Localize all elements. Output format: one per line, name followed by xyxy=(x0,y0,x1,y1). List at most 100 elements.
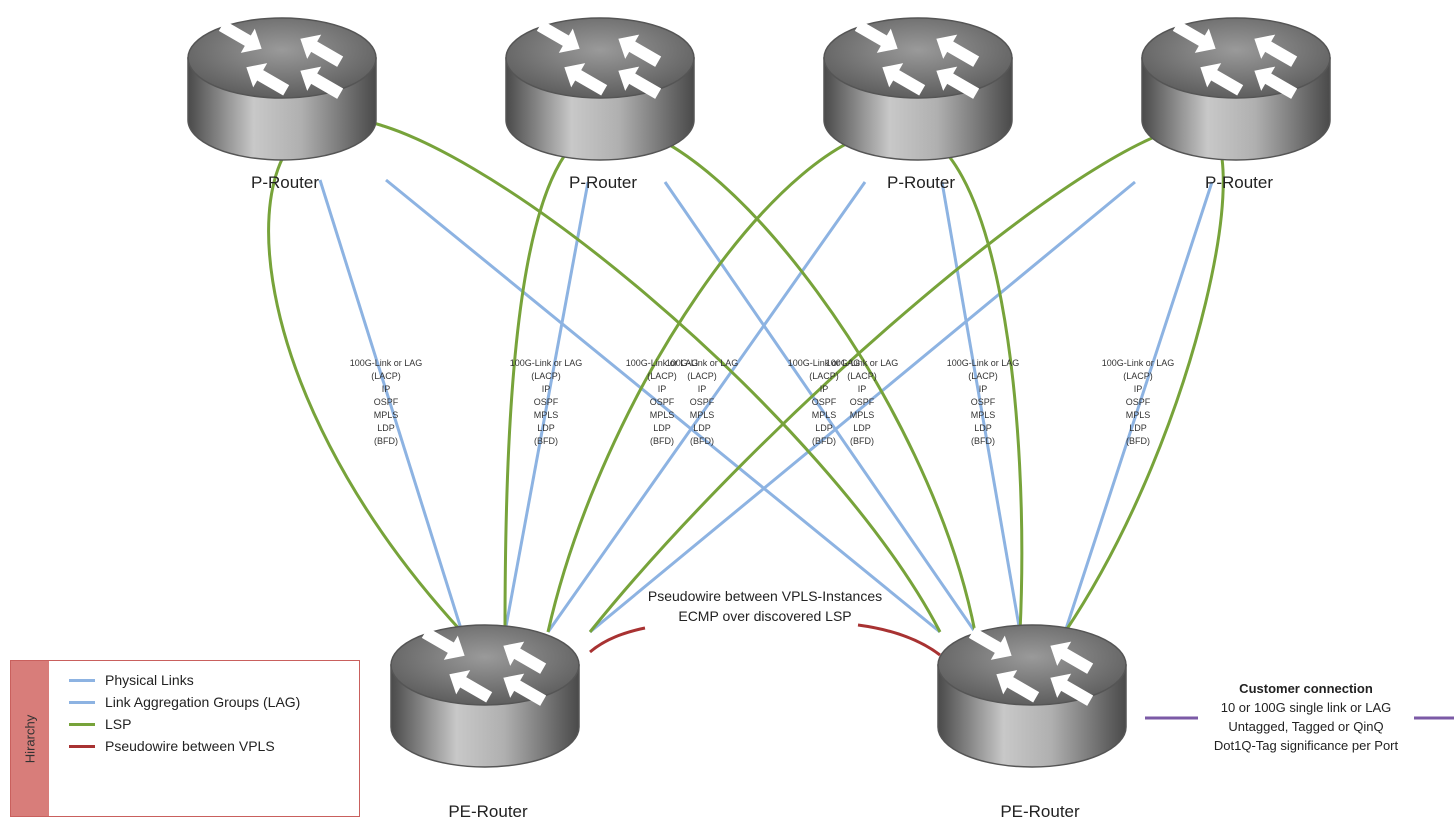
link-label-line: MPLS xyxy=(649,410,675,420)
link-label-line: OSPF xyxy=(1125,397,1151,407)
legend-swatch xyxy=(69,722,95,726)
link-label-line: (BFD) xyxy=(689,436,714,446)
link-label-line: OSPF xyxy=(849,397,875,407)
link-label-line: MPLS xyxy=(811,410,837,420)
link-label-line: 100G-Link or LAG xyxy=(946,358,1020,368)
pseudowire-arc xyxy=(589,626,646,654)
legend-swatch xyxy=(69,700,95,704)
customer-connection-line3: Dot1Q-Tag significance per Port xyxy=(1213,738,1399,753)
link-label-line: (LACP) xyxy=(809,371,839,381)
link-label-line: IP xyxy=(541,384,551,394)
link-label-line: LDP xyxy=(653,423,671,433)
pseudowire-arc xyxy=(857,623,941,657)
link-label-line: (LACP) xyxy=(687,371,717,381)
link-label-line: 100G-Link or LAG xyxy=(625,358,699,368)
link-label-line: (LACP) xyxy=(531,371,561,381)
legend-swatch xyxy=(69,678,95,682)
link-label-line: MPLS xyxy=(1125,410,1151,420)
legend-item: Physical Links xyxy=(69,669,300,691)
legend-item-label: Physical Links xyxy=(105,672,194,688)
link-label-line: (LACP) xyxy=(647,371,677,381)
router-icon xyxy=(937,620,1127,768)
link-label-line: LDP xyxy=(974,423,992,433)
link-label-line: IP xyxy=(978,384,988,394)
node-label-pe2: PE-Router xyxy=(1000,802,1080,821)
link-label-line: LDP xyxy=(537,423,555,433)
link-label-line: MPLS xyxy=(849,410,875,420)
link-label-line: (BFD) xyxy=(970,436,995,446)
link-label-line: MPLS xyxy=(689,410,715,420)
router-icon xyxy=(390,620,580,768)
link-label-line: OSPF xyxy=(689,397,715,407)
link-label-line: (BFD) xyxy=(373,436,398,446)
link-label-line: (LACP) xyxy=(968,371,998,381)
legend-item-label: LSP xyxy=(105,716,132,732)
link-label-line: OSPF xyxy=(533,397,559,407)
physical-link xyxy=(663,181,977,633)
pseudowire-annotation-line1: Pseudowire between VPLS-Instances xyxy=(647,588,883,604)
link-label-line: LDP xyxy=(693,423,711,433)
router-icon xyxy=(187,13,377,161)
link-label-line: 100G-Link or LAG xyxy=(665,358,739,368)
link-label-line: (BFD) xyxy=(533,436,558,446)
link-label-line: (BFD) xyxy=(1125,436,1150,446)
physical-link xyxy=(318,179,464,633)
pseudowire-annotation-line2: ECMP over discovered LSP xyxy=(678,608,852,624)
link-label-line: LDP xyxy=(853,423,871,433)
link-label-line: 100G-Link or LAG xyxy=(509,358,583,368)
legend-item: Pseudowire between VPLS xyxy=(69,735,300,757)
legend-side-bar xyxy=(11,661,49,816)
link-label: 100G-Link or LAG (LACP) IP OSPF MPLS LDP (BFD) xyxy=(510,357,583,448)
physical-link xyxy=(1063,181,1214,633)
node-label-p1: P-Router xyxy=(250,173,320,192)
link-label: 100G-Link or LAG (LACP) IP OSPF MPLS LDP (BFD) xyxy=(666,357,739,448)
node-label-p2: P-Router xyxy=(568,173,638,192)
link-label-line: OSPF xyxy=(373,397,399,407)
link-label-line: IP xyxy=(657,384,667,394)
physical-link xyxy=(546,181,867,633)
link-label-line: 100G-Link or LAG xyxy=(349,358,423,368)
legend-item-label: Pseudowire between VPLS xyxy=(105,738,275,754)
link-label-line: (BFD) xyxy=(811,436,836,446)
physical-link xyxy=(385,178,941,634)
link-label-line: MPLS xyxy=(970,410,996,420)
customer-connection-line1: 10 or 100G single link or LAG xyxy=(1220,700,1392,715)
legend-item: LSP xyxy=(69,713,300,735)
link-label-line: LDP xyxy=(1129,423,1147,433)
router-icon xyxy=(1141,13,1331,161)
physical-link xyxy=(940,181,1022,633)
customer-connection-line2: Untagged, Tagged or QinQ xyxy=(1228,719,1384,734)
node-label-p3: P-Router xyxy=(886,173,956,192)
legend-swatch xyxy=(69,744,95,748)
link-label-line: (LACP) xyxy=(371,371,401,381)
link-label-line: IP xyxy=(819,384,829,394)
link-label-line: IP xyxy=(857,384,867,394)
physical-link xyxy=(503,181,590,633)
legend-item-label: Link Aggregation Groups (LAG) xyxy=(105,694,301,710)
physical-link xyxy=(589,180,1136,634)
customer-connection-annotation: Customer connection 10 or 100G single li… xyxy=(1214,679,1398,755)
node-label-pe1: PE-Router xyxy=(448,802,528,821)
link-label-line: 100G-Link or LAG xyxy=(787,358,861,368)
link-label-line: (BFD) xyxy=(849,436,874,446)
customer-connection-title: Customer connection xyxy=(1239,681,1373,696)
link-label-line: OSPF xyxy=(649,397,675,407)
link-label-line: MPLS xyxy=(533,410,559,420)
link-label-line: MPLS xyxy=(373,410,399,420)
pseudowire-annotation: Pseudowire between VPLS-Instances ECMP o… xyxy=(648,586,882,626)
link-label-line: (LACP) xyxy=(847,371,877,381)
link-label-line: IP xyxy=(697,384,707,394)
router-icon xyxy=(505,13,695,161)
link-label-line: IP xyxy=(1133,384,1143,394)
link-label-line: OSPF xyxy=(811,397,837,407)
